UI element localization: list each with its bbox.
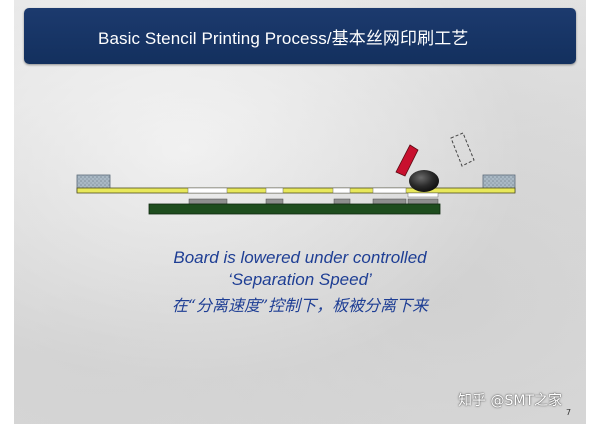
board-pad — [407, 198, 439, 205]
title-bar: Basic Stencil Printing Process/基本丝网印刷工艺 — [24, 8, 576, 64]
watermark: 知乎 @SMT之家 — [458, 393, 562, 409]
caption-line-1: Board is lowered under controlled — [173, 248, 427, 267]
page-number: 7 — [566, 408, 572, 417]
stencil-aperture — [372, 187, 407, 194]
solder-paste-deposit — [407, 192, 439, 198]
caption-line-2: ‘Separation Speed’ — [228, 270, 372, 289]
stencil-aperture — [265, 187, 284, 194]
board-pad — [333, 198, 351, 205]
pcb-board — [148, 203, 441, 215]
stencil-aperture — [332, 187, 351, 194]
squeegee — [395, 144, 419, 177]
solder-paste-roll — [409, 170, 439, 192]
slide-title: Basic Stencil Printing Process/基本丝网印刷工艺 — [98, 28, 469, 48]
stencil — [76, 187, 516, 194]
stencil-aperture — [187, 187, 228, 194]
board-pad — [265, 198, 284, 205]
board-pad — [372, 198, 407, 205]
squeegee-outline — [450, 132, 475, 167]
board-pad — [188, 198, 228, 205]
caption-line-3: 在“分离速度”控制下，板被分离下来 — [171, 296, 429, 315]
